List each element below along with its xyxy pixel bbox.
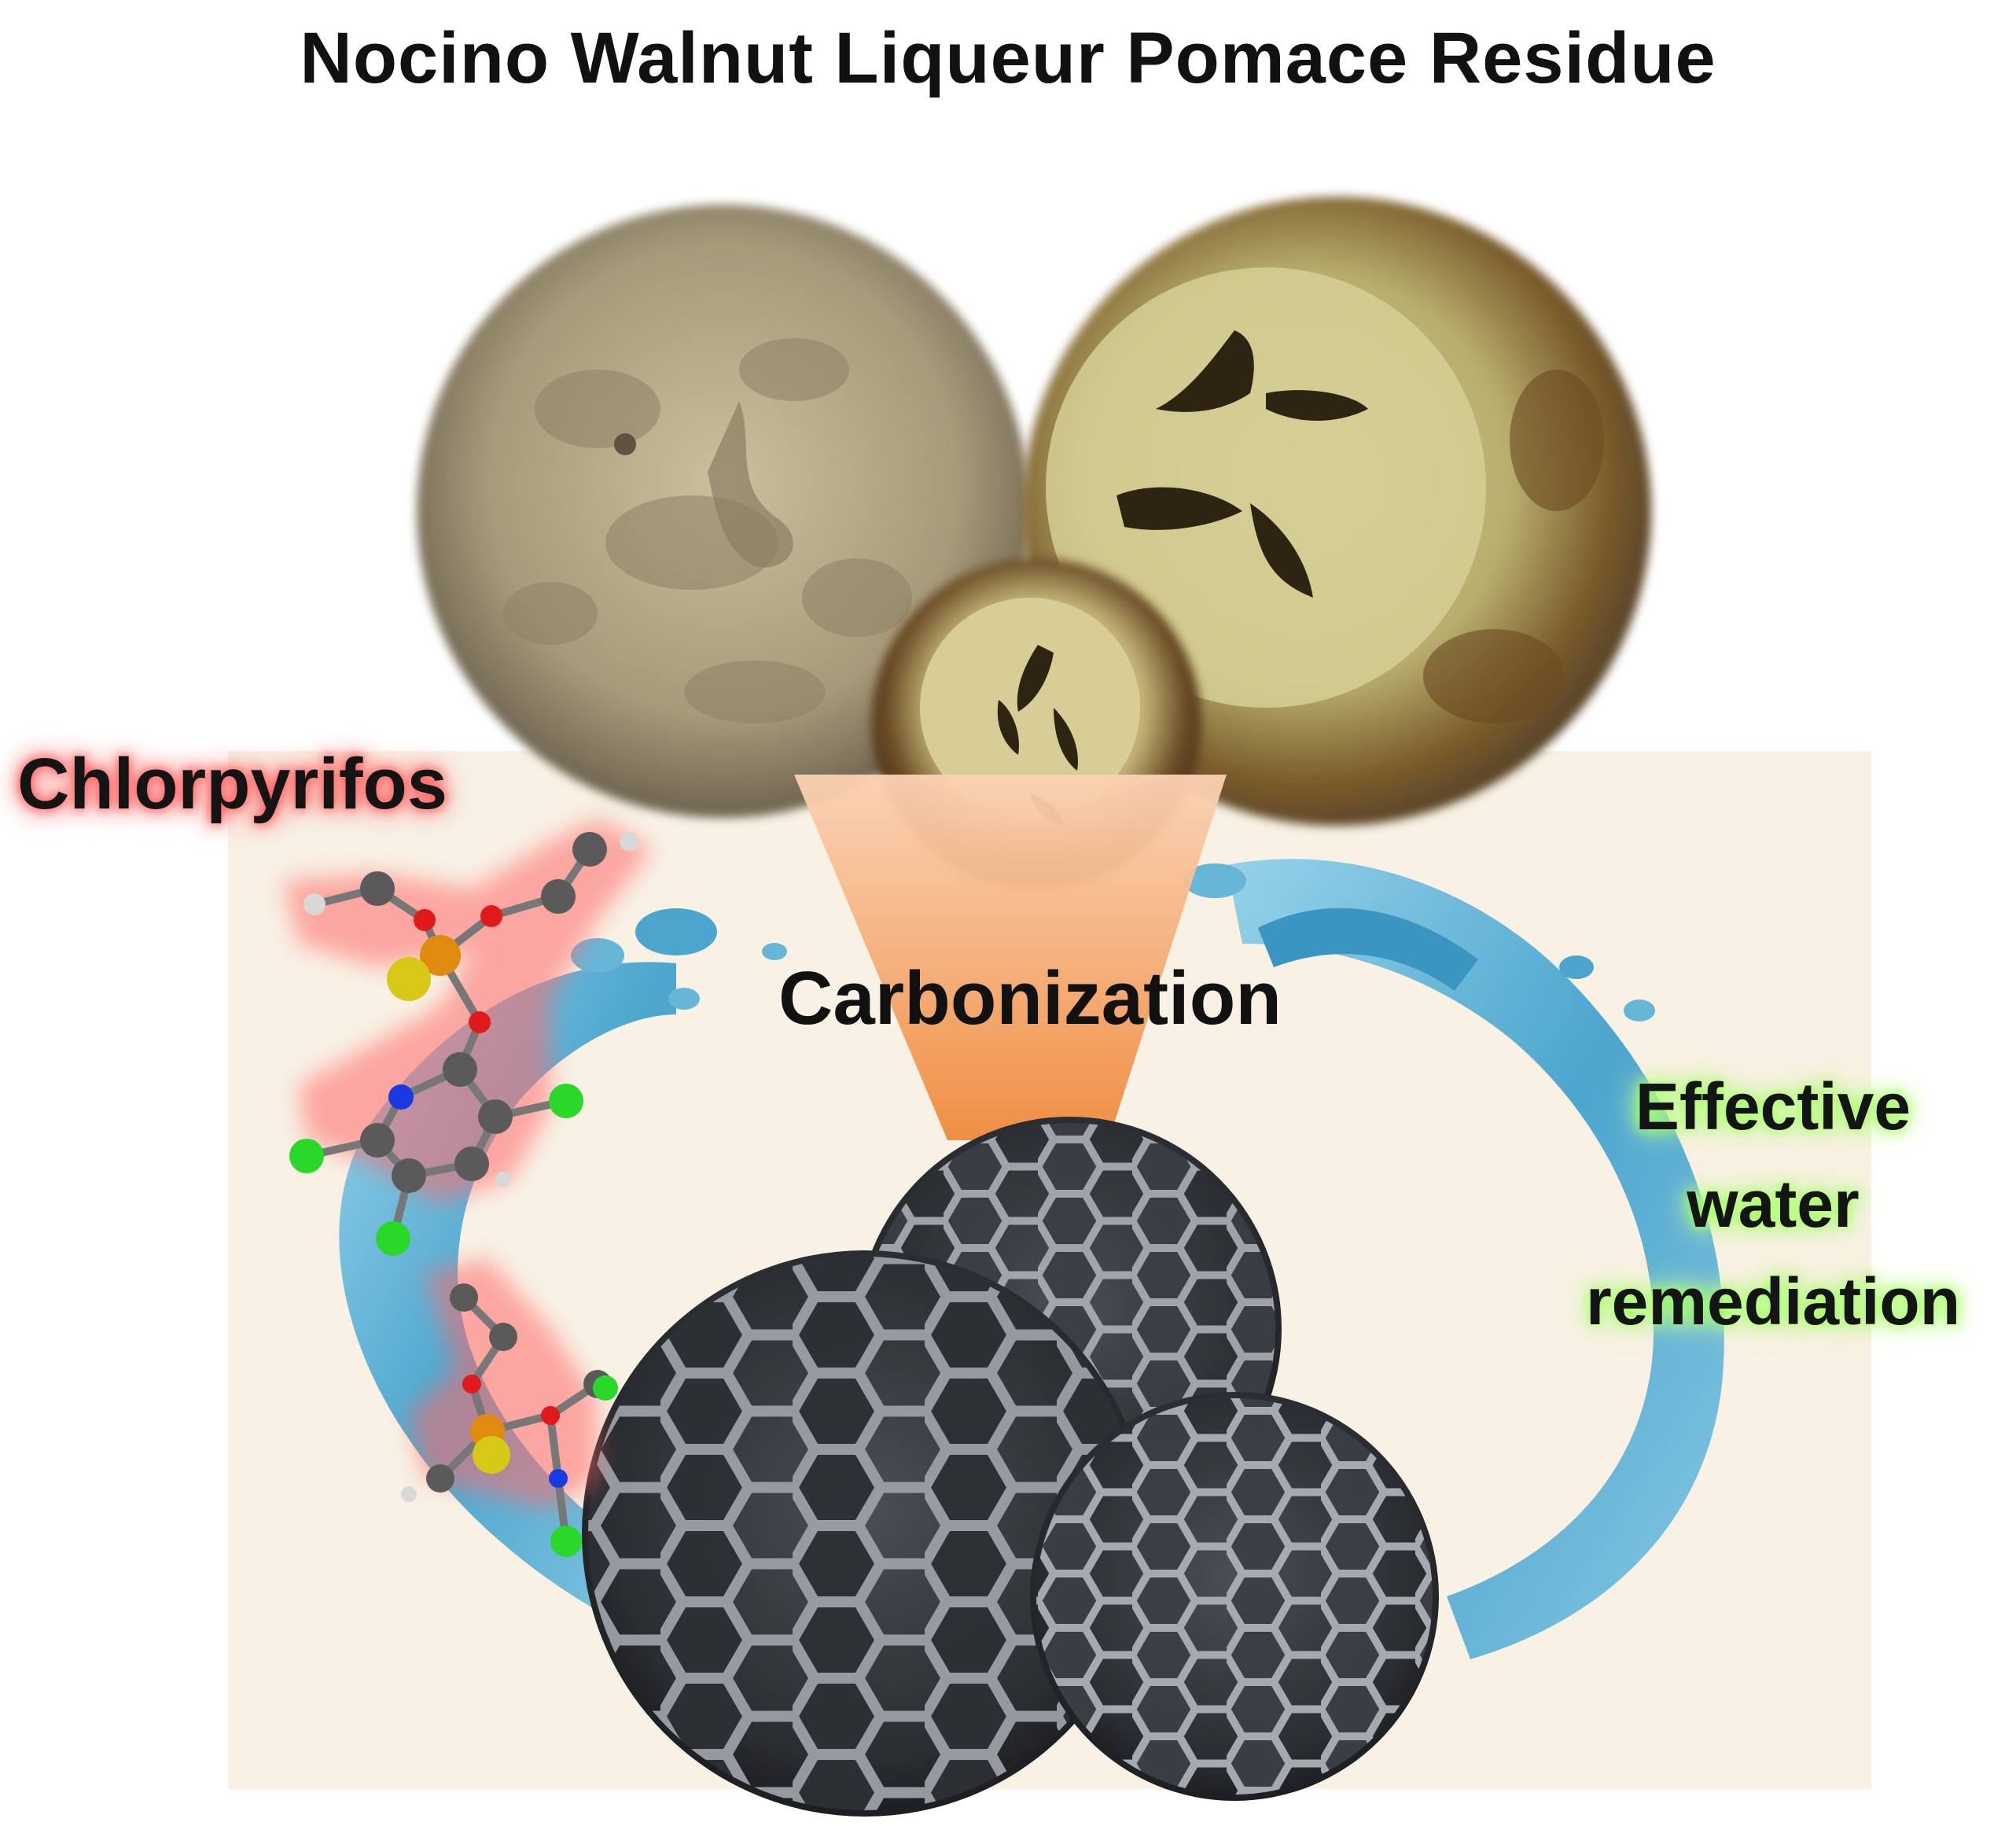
outcome-label-line-3: remediation: [1585, 1265, 1961, 1338]
walnut-slice-icon: [417, 197, 1651, 889]
porous-carbon-sphere-icon: [582, 1117, 1439, 1817]
figure-title: Nocino Walnut Liqueur Pomace Residue: [300, 18, 1716, 98]
pollutant-label: Chlorpyrifos: [17, 744, 447, 824]
process-label: Carbonization: [778, 956, 1282, 1040]
outcome-label-line-2: water: [1687, 1167, 1860, 1241]
outcome-label: Effective water remediation: [1537, 1058, 2009, 1350]
carbonization-funnel: [794, 775, 1227, 1140]
molecule-icon: [283, 818, 653, 1557]
outcome-label-line-1: Effective: [1635, 1069, 1911, 1143]
